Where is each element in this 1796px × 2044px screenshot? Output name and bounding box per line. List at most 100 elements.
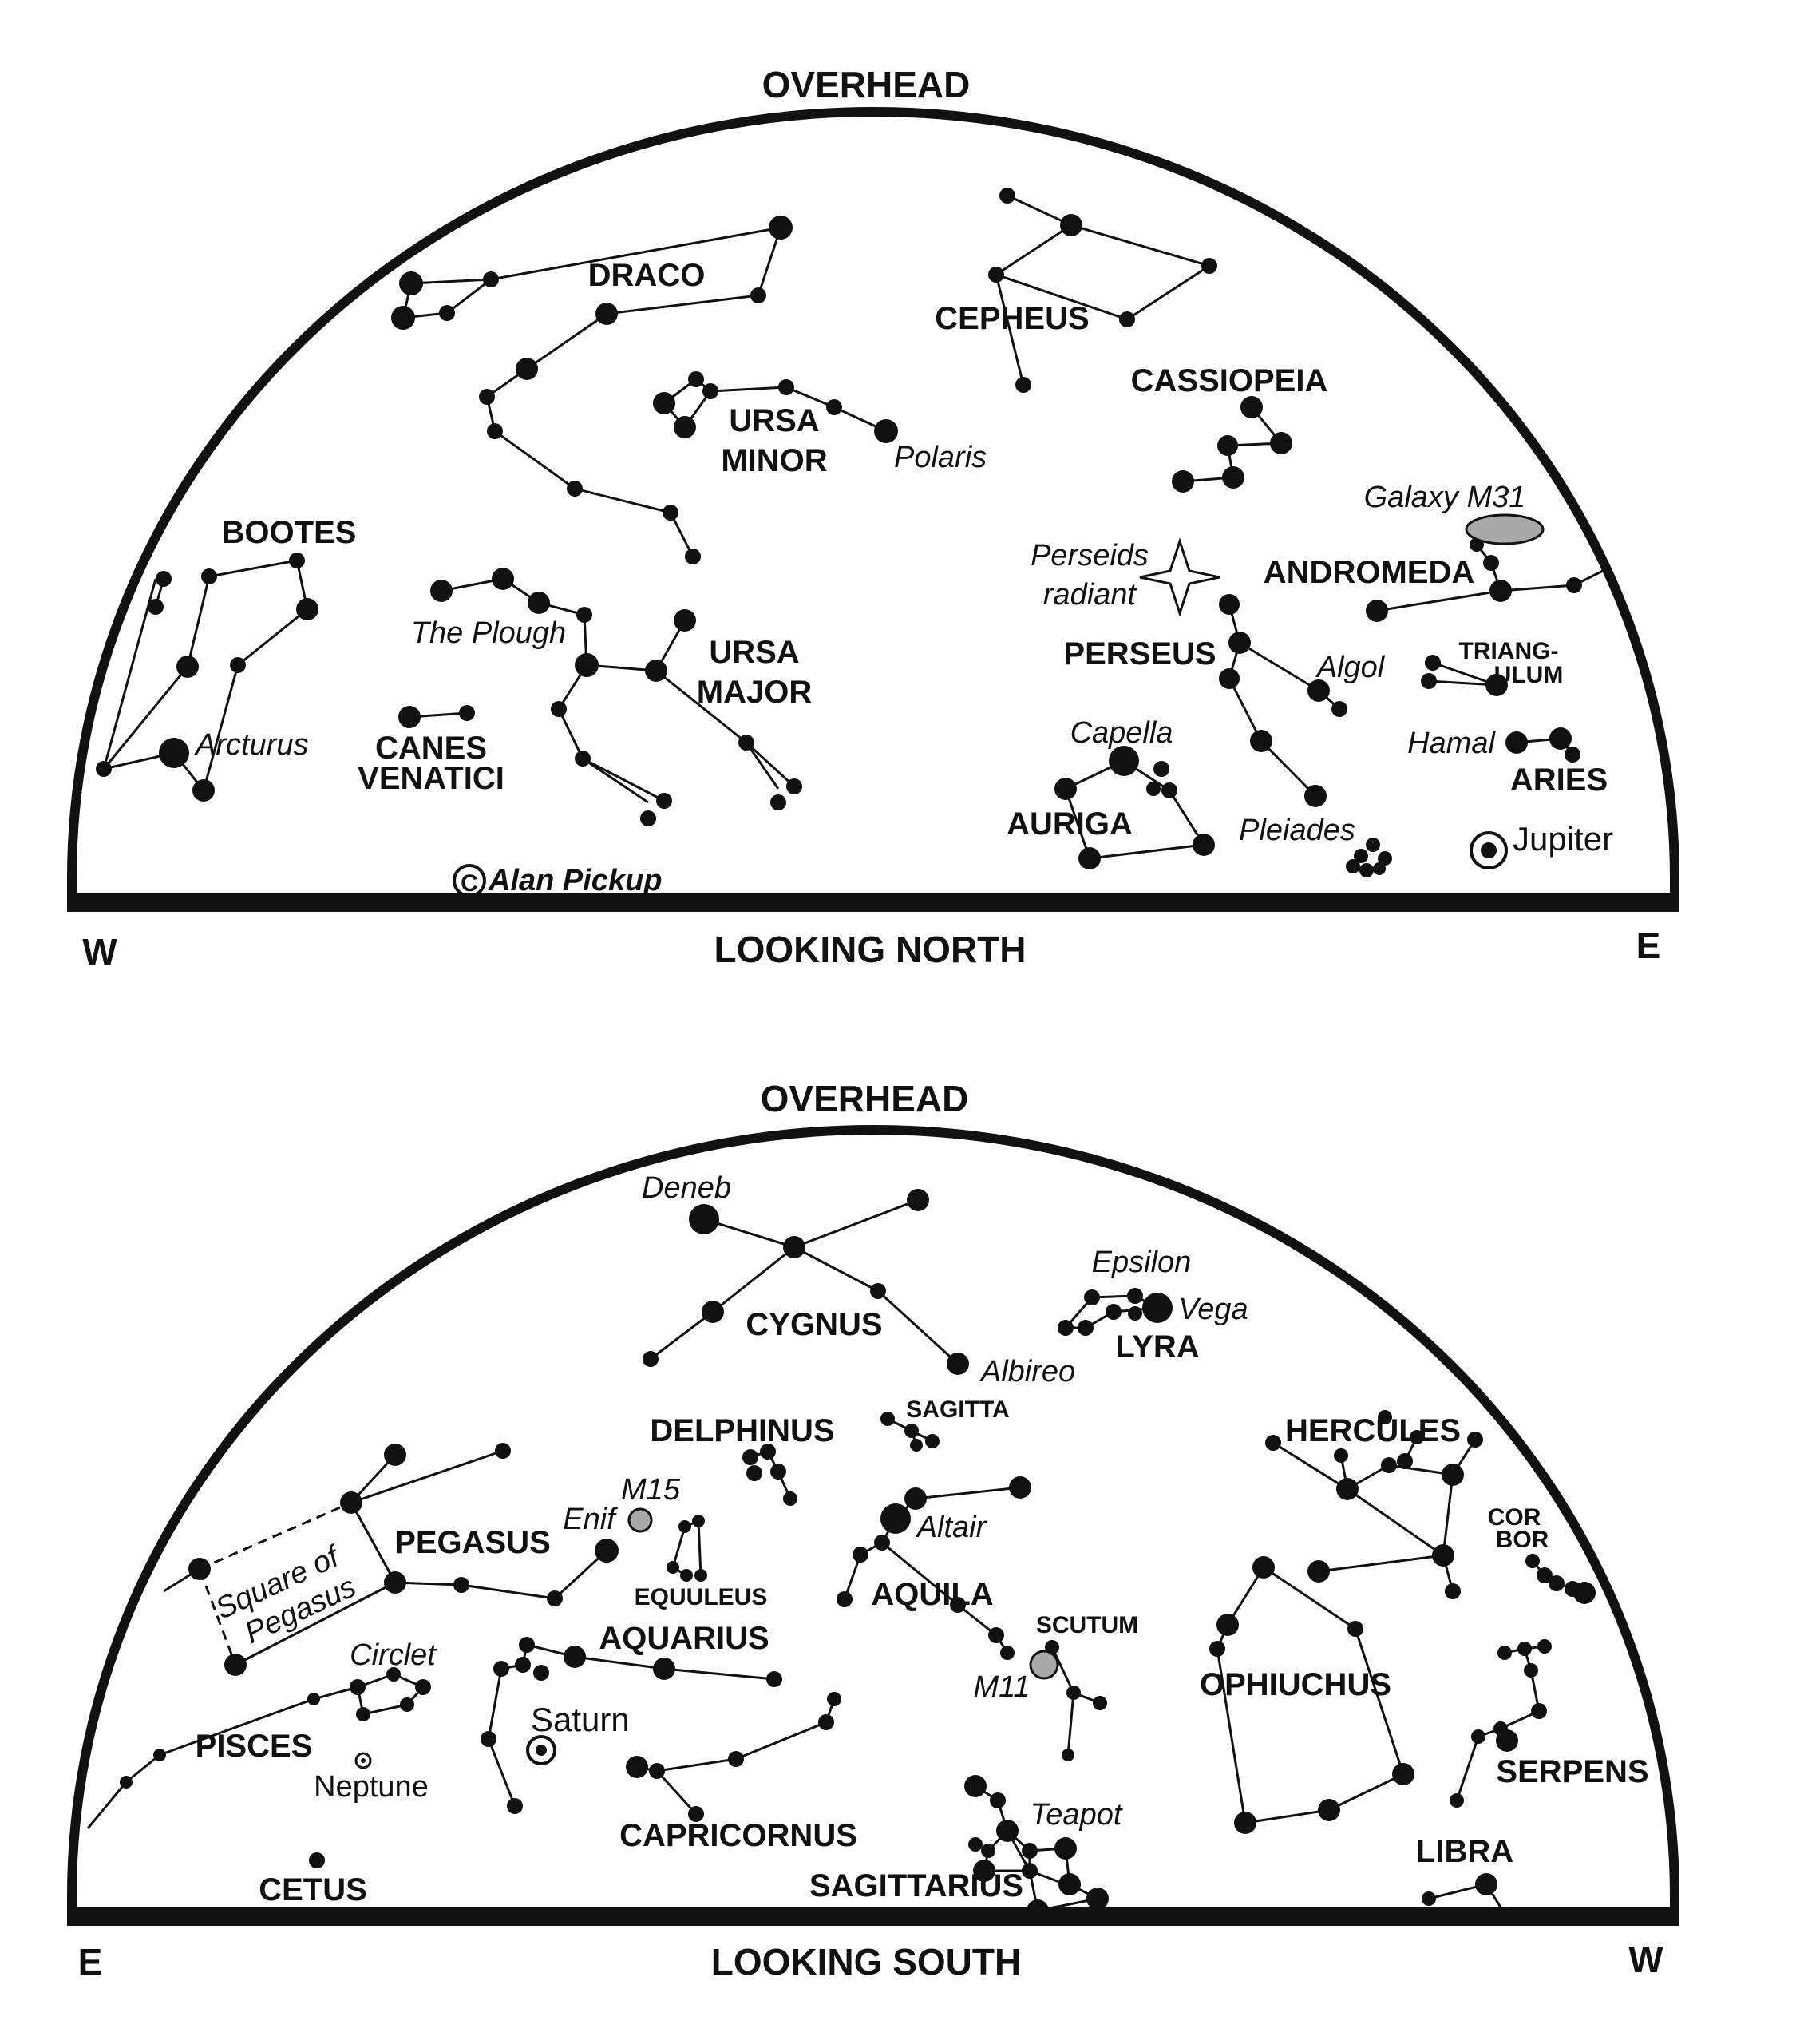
cepheus-figure [988,188,1217,393]
south-west-label: W [1628,1939,1663,1980]
draco-figure [391,216,793,564]
andromeda-figure [1366,513,1604,622]
aries-figure [1505,727,1580,763]
triangulum-label-1: TRIANG- [1459,638,1559,664]
ursa-minor-figure [653,371,898,443]
pisces-figure [86,1667,431,1829]
cetus-star [309,1852,325,1868]
sagittarius-label: SAGITTARIUS [809,1868,1023,1903]
corona-borealis-figure [1525,1554,1596,1604]
cor-bor-label-1: COR [1488,1504,1541,1531]
hamal-label: Hamal [1407,727,1496,760]
canes-venatici-figure [398,705,475,728]
south-east-label: E [78,1941,103,1983]
capricornus-figure [626,1692,841,1822]
south-horizon-bar [67,1907,1679,1926]
delphinus-figure [742,1444,797,1506]
neptune-planet-icon [354,1752,372,1769]
ophiuchus-label: OPHIUCHUS [1200,1667,1391,1702]
m15-cluster-icon [627,1507,653,1533]
ursa-major-label-2: MAJOR [697,675,813,710]
scutum-label: SCUTUM [1036,1612,1138,1638]
perseids-radiant-icon [1139,537,1220,617]
ursa-major-label-1: URSA [709,635,799,670]
ursa-minor-label-2: MINOR [721,443,827,478]
m15-label: M15 [621,1473,681,1507]
north-looking-label: LOOKING NORTH [714,929,1027,970]
lyra-label: LYRA [1115,1329,1199,1365]
cassiopeia-label: CASSIOPEIA [1131,363,1328,398]
perseus-figure [1219,594,1347,807]
hercules-figure [1265,1410,1483,1599]
ursa-minor-label-1: URSA [729,403,819,438]
bootes-figure [96,553,318,802]
north-overhead-label: OVERHEAD [762,64,971,105]
aries-label: ARIES [1510,763,1608,798]
pleiades-label: Pleiades [1239,814,1355,847]
pegasus-label: PEGASUS [394,1525,551,1560]
canes-venatici-label-1: CANES [375,731,487,766]
jupiter-planet-icon [1470,831,1508,869]
north-west-label: W [82,931,117,972]
libra-figure [1422,1873,1504,1911]
cygnus-label: CYGNUS [746,1307,882,1342]
hercules-label: HERCULES [1285,1413,1461,1448]
north-horizon-bar [67,893,1679,912]
serpens-label: SERPENS [1496,1754,1648,1789]
circlet-label: Circlet [350,1638,437,1672]
aquila-figure [837,1476,1031,1660]
altair-label: Altair [916,1511,987,1544]
algol-label: Algol [1315,651,1386,684]
m31-galaxy-icon [1465,513,1545,545]
south-overhead-label: OVERHEAD [761,1078,969,1119]
epsilon-label: Epsilon [1092,1246,1192,1279]
ursa-major-figure [430,568,802,826]
north-panel: OVERHEAD LOOKING NORTH W E DRACO CEPHEUS [67,64,1679,972]
lyra-figure [1058,1288,1173,1336]
cetus-label: CETUS [259,1872,367,1907]
libra-label: LIBRA [1416,1834,1513,1869]
south-panel: OVERHEAD LOOKING SOUTH E W Deneb CYGNUS … [67,1078,1679,1983]
ophiuchus-figure [1209,1556,1414,1834]
sagittarius-figure [964,1775,1109,1922]
scutum-figure [1029,1640,1107,1761]
teapot-label: Teapot [1031,1798,1123,1832]
aquila-label: AQUILA [871,1577,993,1612]
saturn-planet-icon [526,1735,556,1765]
m11-cluster-icon [1029,1650,1059,1680]
credit-mark: C [453,864,486,897]
capricornus-label: CAPRICORNUS [619,1818,857,1853]
perseids-label-2: radiant [1043,578,1137,612]
equuleus-figure [667,1515,707,1582]
vega-label: Vega [1178,1293,1248,1326]
south-looking-label: LOOKING SOUTH [711,1941,1021,1983]
perseids-label-1: Perseids [1031,539,1149,572]
equuleus-label: EQUULEUS [635,1584,768,1610]
cygnus-figure [643,1189,969,1375]
pleiades-cluster [1346,838,1392,877]
pegasus-figure [163,1443,653,1676]
capella-label: Capella [1070,716,1173,750]
credit-label: Alan Pickup [488,864,663,897]
polaris-label: Polaris [894,441,987,474]
pisces-label: PISCES [196,1729,313,1764]
delphinus-label: DELPHINUS [650,1413,834,1448]
north-east-label: E [1636,925,1661,966]
auriga-figure [1054,746,1215,869]
jupiter-label: Jupiter [1513,820,1613,858]
arcturus-label: Arcturus [194,728,308,762]
plough-label: The Plough [411,616,566,650]
serpens-figure [1450,1639,1552,1808]
enif-label: Enif [563,1503,618,1536]
draco-label: DRACO [588,258,706,293]
svg-text:C: C [461,870,478,897]
saturn-label: Saturn [531,1701,630,1738]
triangulum-label-2: ULUM [1494,662,1564,688]
neptune-label: Neptune [314,1770,429,1804]
sagitta-figure [880,1412,940,1452]
cepheus-label: CEPHEUS [935,301,1089,336]
auriga-label: AURIGA [1007,806,1133,842]
cor-bor-label-2: BOR [1496,1527,1549,1553]
andromeda-label: ANDROMEDA [1264,555,1474,590]
